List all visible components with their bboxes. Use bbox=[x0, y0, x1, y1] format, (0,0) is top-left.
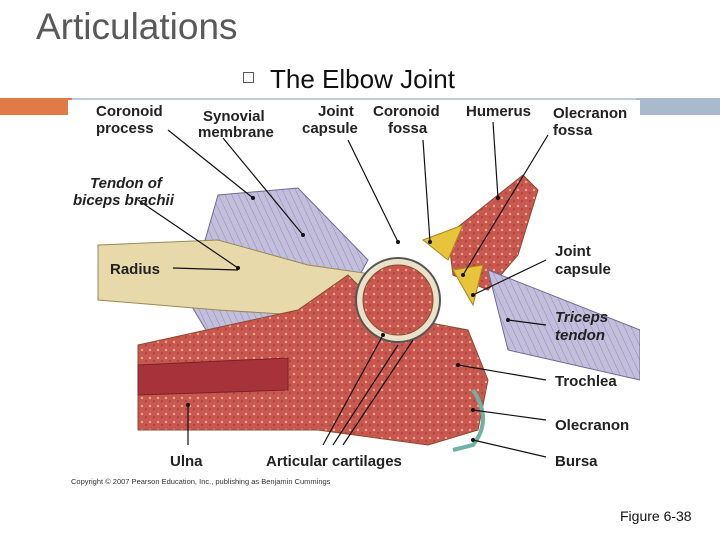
elbow-diagram: Coronoid process Synovial membrane Joint… bbox=[71, 103, 640, 486]
label-coronoid-fossa-1: Coronoid bbox=[373, 103, 440, 120]
label-bursa: Bursa bbox=[555, 453, 598, 470]
humerus-bone bbox=[447, 174, 539, 291]
label-synovial-membrane-1: Synovial bbox=[203, 108, 265, 125]
label-tendon-biceps-1: Tendon of bbox=[90, 175, 164, 192]
label-humerus: Humerus bbox=[466, 103, 531, 120]
label-coronoid-process-1: Coronoid bbox=[96, 103, 163, 120]
figure-reference: Figure 6-38 bbox=[620, 508, 692, 524]
label-articular-cartilages: Articular cartilages bbox=[266, 453, 402, 470]
elbow-joint-figure: Coronoid process Synovial membrane Joint… bbox=[68, 100, 640, 488]
label-olecranon-fossa-1: Olecranon bbox=[553, 105, 627, 122]
label-joint-capsule-top-2: capsule bbox=[302, 120, 358, 137]
label-tendon-biceps-2: biceps brachii bbox=[73, 192, 175, 209]
olecranon-fat-pad bbox=[452, 264, 484, 307]
copyright-notice: Copyright © 2007 Pearson Education, Inc.… bbox=[71, 477, 331, 486]
label-olecranon: Olecranon bbox=[555, 417, 629, 434]
label-olecranon-fossa-2: fossa bbox=[553, 122, 593, 139]
label-ulna: Ulna bbox=[170, 453, 203, 470]
label-triceps-tendon-1: Triceps bbox=[555, 309, 608, 326]
slide-title: Articulations bbox=[36, 6, 238, 47]
bursa-shape bbox=[452, 388, 485, 452]
label-joint-capsule-right-2: capsule bbox=[555, 261, 611, 278]
square-bullet-icon bbox=[243, 72, 254, 83]
label-triceps-tendon-2: tendon bbox=[555, 327, 605, 344]
ulna-cavity bbox=[137, 357, 289, 396]
header-rule-end bbox=[636, 98, 720, 115]
triceps-tendon-shape bbox=[487, 269, 640, 381]
coronoid-fat-pad bbox=[422, 224, 464, 261]
label-coronoid-process-2: process bbox=[96, 120, 154, 137]
label-coronoid-fossa-2: fossa bbox=[388, 120, 428, 137]
bullet-text: The Elbow Joint bbox=[270, 64, 455, 94]
label-joint-capsule-right-1: Joint bbox=[555, 243, 591, 260]
label-synovial-membrane-2: membrane bbox=[198, 124, 274, 141]
header-rule-accent bbox=[0, 98, 72, 115]
label-joint-capsule-top-1: Joint bbox=[318, 103, 354, 120]
label-trochlea: Trochlea bbox=[555, 373, 617, 390]
label-radius: Radius bbox=[110, 261, 160, 278]
